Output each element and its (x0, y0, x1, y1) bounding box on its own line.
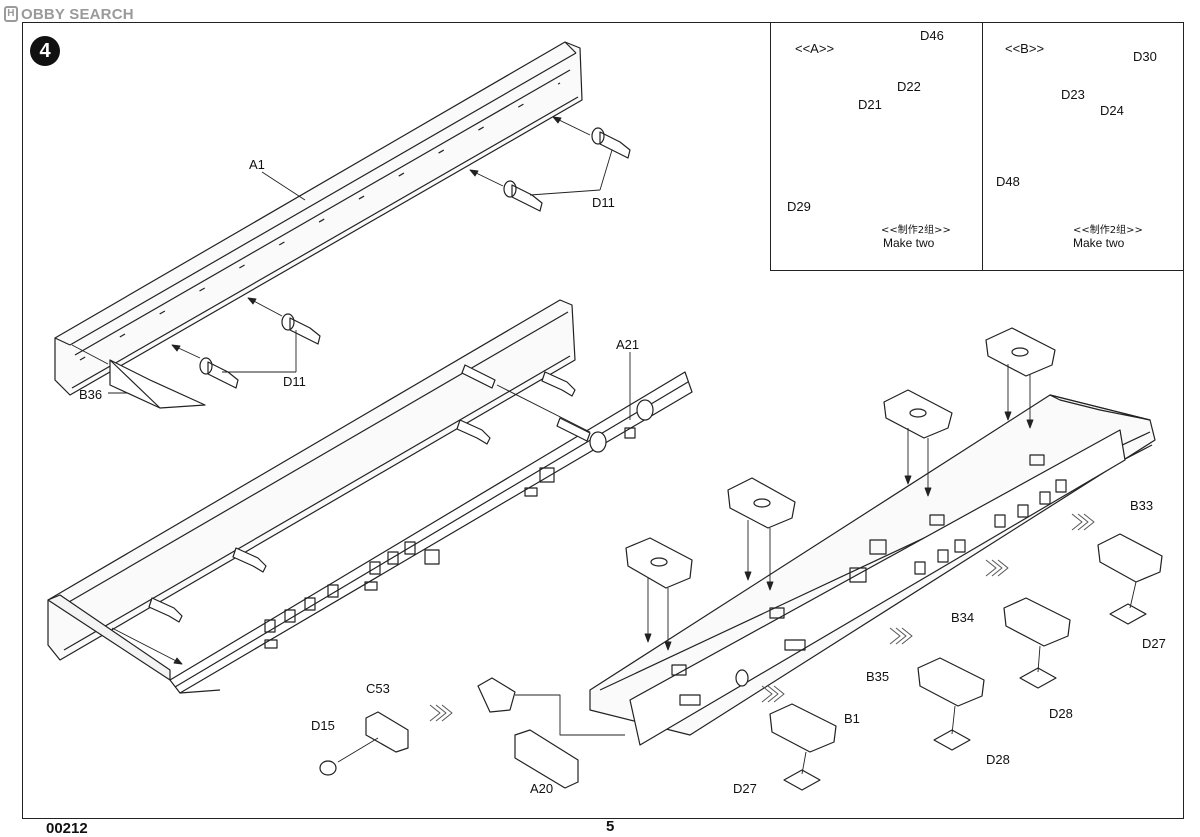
arrows-d11-upper (171, 116, 613, 373)
label-d23: D23 (1061, 87, 1085, 102)
arrows-a21 (111, 352, 631, 665)
inset-a-title: <<A>> (795, 41, 835, 56)
label-d22: D22 (897, 79, 921, 94)
label-d48: D48 (996, 174, 1020, 189)
mount-plates-top (625, 327, 1056, 589)
inset-b-note-en: Make two (1073, 236, 1125, 250)
label-b35: B35 (866, 669, 890, 684)
part-d11-upper-pins (199, 127, 631, 389)
watermark: H OBBY SEARCH (4, 4, 134, 24)
part-a21-rail (47, 299, 693, 694)
step-number-badge: 4 (30, 36, 60, 66)
label-d46: D46 (920, 28, 944, 43)
part-b36-plate (71, 344, 206, 409)
watermark-logo: H (4, 6, 18, 22)
inset-b-panel: <<B>> <<制作2组>> Make two (982, 22, 1184, 271)
inset-a-panel: <<A>> <<制作2组>> Make two (770, 22, 984, 271)
part-b33-b34-b35-b1-plates (769, 533, 1163, 791)
inset-b-note-cn: <<制作2组>> (1073, 225, 1143, 236)
drop-lines-plates (644, 364, 1034, 651)
watermark-text: OBBY SEARCH (21, 5, 134, 23)
label-d29: D29 (787, 199, 811, 214)
label-d21: D21 (858, 97, 882, 112)
label-d11-mid: D11 (283, 374, 306, 389)
label-a21: A21 (616, 337, 640, 352)
label-d24: D24 (1100, 103, 1124, 118)
cross-pins-a21 (148, 364, 654, 623)
inset-a-note-cn: <<制作2组>> (881, 225, 951, 236)
label-d15: D15 (311, 718, 335, 733)
part-a1-rail (54, 41, 583, 396)
label-d28-right: D28 (1049, 706, 1073, 721)
label-d28-mid: D28 (986, 752, 1010, 767)
label-a20: A20 (530, 781, 554, 796)
label-d30: D30 (1133, 49, 1157, 64)
part-c53-d15-a20 (319, 677, 625, 789)
label-b1: B1 (844, 711, 860, 726)
label-b36: B36 (79, 387, 103, 402)
label-c53: C53 (366, 681, 390, 696)
label-b34: B34 (951, 610, 975, 625)
page-number: 5 (606, 818, 615, 835)
direction-hatches (429, 513, 1095, 722)
label-a1: A1 (249, 157, 265, 172)
frame-slots-a21 (264, 427, 636, 649)
inset-a-note-en: Make two (883, 236, 935, 250)
inset-b-title: <<B>> (1005, 41, 1045, 56)
label-b33: B33 (1130, 498, 1154, 513)
instruction-sheet-frame (22, 22, 1184, 819)
label-d11-top: D11 (592, 195, 615, 210)
part-main-frame (589, 394, 1156, 746)
label-d27-bottom: D27 (733, 781, 757, 796)
label-d27-right: D27 (1142, 636, 1166, 651)
product-code: 00212 (46, 820, 88, 837)
